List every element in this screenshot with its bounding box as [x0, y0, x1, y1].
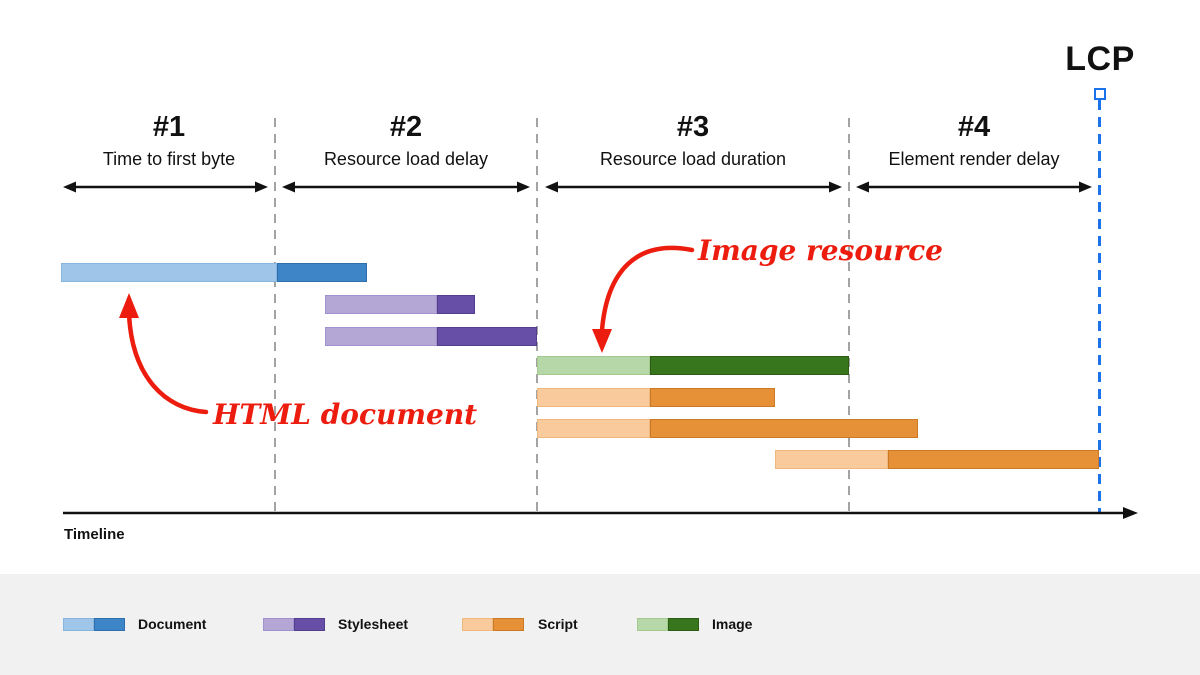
html-document-arrow: [126, 311, 209, 415]
legend-swatch-stylesheet-light: [263, 618, 294, 631]
phase-separator-line: [536, 118, 538, 511]
phase-number: #3: [676, 111, 710, 143]
bar-stylesheet-dark: [437, 295, 475, 314]
image-resource-arrow: [599, 245, 695, 333]
phase-number: #1: [152, 111, 186, 143]
bar-stylesheet-light: [325, 327, 437, 346]
lcp-dashed-line: [1098, 100, 1101, 513]
bar-document-light: [61, 263, 277, 282]
phase-label: Resource load duration: [599, 149, 787, 169]
legend-label-stylesheet: Stylesheet: [338, 616, 409, 632]
lcp-marker-square: [1094, 88, 1106, 100]
bar-script-light: [775, 450, 888, 469]
bar-stylesheet-light: [325, 295, 437, 314]
legend-swatch-image-light: [637, 618, 668, 631]
bar-script-light: [537, 419, 650, 438]
bar-script-light: [537, 388, 650, 407]
legend-swatch-stylesheet-dark: [294, 618, 325, 631]
bar-stylesheet-dark: [437, 327, 537, 346]
image-resource-arrowhead: [592, 329, 612, 353]
range-arrowhead: [517, 181, 530, 193]
phase-number: #4: [957, 111, 991, 143]
phase-label: Resource load delay: [323, 149, 489, 169]
legend-swatch-document-dark: [94, 618, 125, 631]
phase-number: #2: [389, 111, 423, 143]
bar-script-dark: [650, 388, 775, 407]
bar-image-light: [537, 356, 650, 375]
legend-label-script: Script: [538, 616, 578, 632]
bar-document-dark: [277, 263, 367, 282]
timeline-axis-label: Timeline: [64, 526, 125, 543]
legend-swatch-script-light: [462, 618, 493, 631]
bar-script-dark: [888, 450, 1099, 469]
range-arrowhead: [1079, 181, 1092, 193]
phase-label: Time to first byte: [102, 149, 236, 169]
legend-swatch-script-dark: [493, 618, 524, 631]
legend-swatch-document-light: [63, 618, 94, 631]
legend-label-image: Image: [712, 616, 753, 632]
range-arrowhead: [829, 181, 842, 193]
legend-label-document: Document: [138, 616, 207, 632]
html-document-annotation: HTML document: [213, 398, 478, 431]
range-arrowhead: [545, 181, 558, 193]
image-resource-annotation: Image resource: [698, 234, 943, 267]
phase-separator-line: [848, 118, 850, 511]
html-document-arrowhead: [119, 293, 139, 318]
legend-band: [0, 574, 1200, 675]
lcp-title: LCP: [1065, 40, 1135, 78]
timeline-axis: [63, 507, 1138, 519]
phase-range-arrows: [63, 181, 1092, 193]
range-arrowhead: [282, 181, 295, 193]
range-arrowhead: [255, 181, 268, 193]
bar-script-dark: [650, 419, 918, 438]
phase-label: Element render delay: [888, 149, 1060, 169]
range-arrowhead: [63, 181, 76, 193]
phase-separator-line: [274, 118, 276, 511]
axis-arrowhead: [1123, 507, 1138, 519]
legend-swatch-image-dark: [668, 618, 699, 631]
range-arrowhead: [856, 181, 869, 193]
bar-image-dark: [650, 356, 849, 375]
